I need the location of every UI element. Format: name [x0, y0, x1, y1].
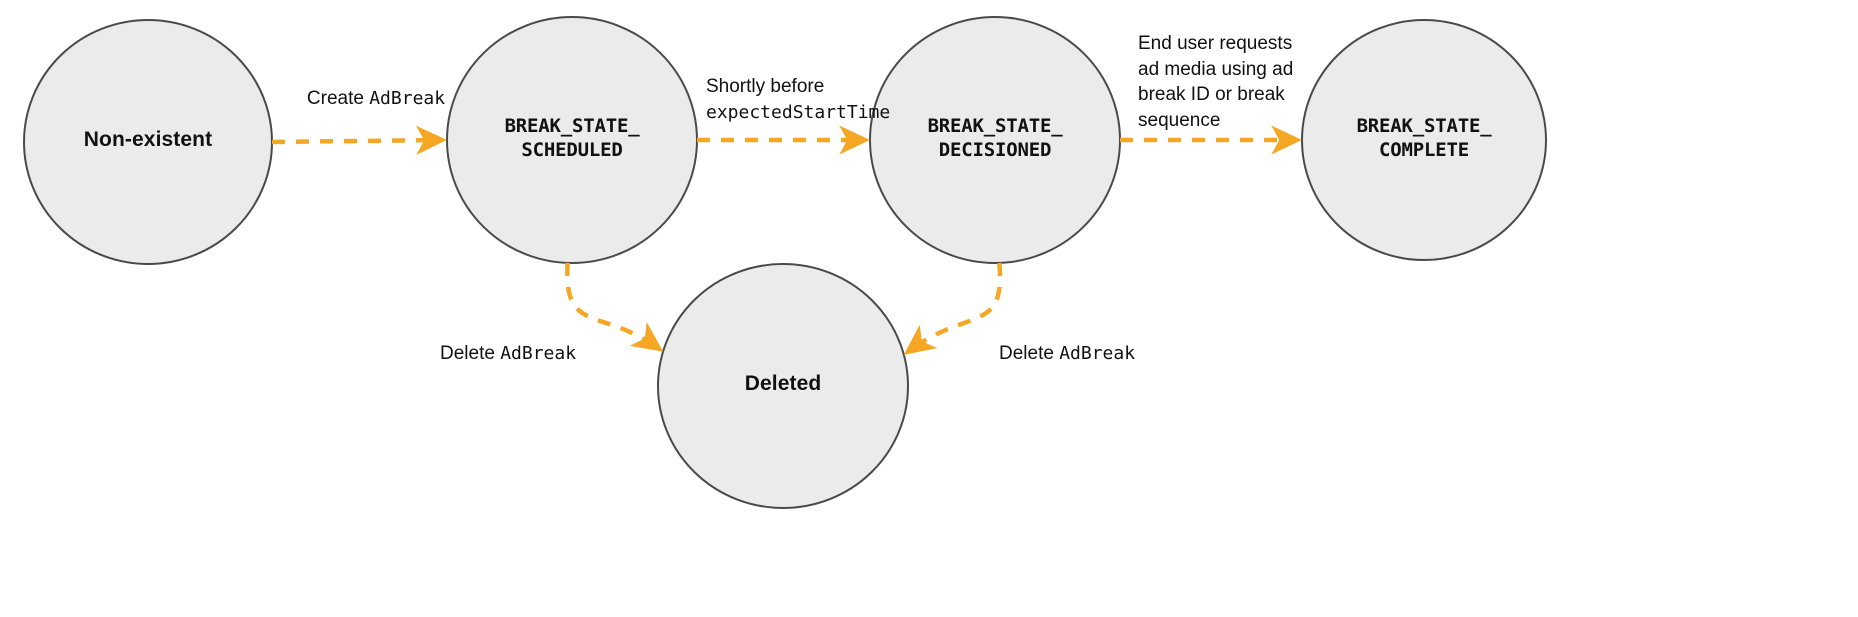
nodes-layer: [23, 16, 1547, 509]
state-node-break-state-scheduled[interactable]: [446, 16, 698, 264]
state-node-break-state-decisioned[interactable]: [869, 16, 1121, 264]
state-node-break-state-complete[interactable]: [1301, 19, 1547, 261]
transition-arrow-delete-adbreak-from-decisioned[interactable]: [903, 262, 1003, 355]
state-node-non-existent[interactable]: [23, 19, 273, 265]
state-node-deleted[interactable]: [657, 263, 909, 509]
transition-arrow-delete-adbreak-from-scheduled[interactable]: [565, 262, 664, 352]
transition-arrow-create-adbreak[interactable]: [271, 125, 447, 155]
edges-layer: [271, 125, 1302, 355]
